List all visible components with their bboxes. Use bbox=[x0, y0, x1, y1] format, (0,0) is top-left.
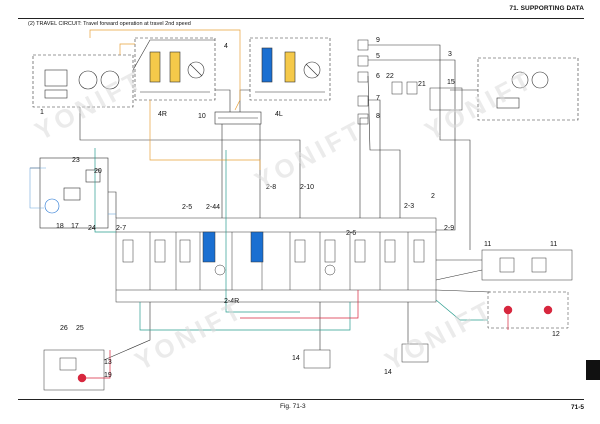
callout-6: 6 bbox=[376, 73, 380, 80]
figure-caption: Fig. 71-3 bbox=[280, 403, 306, 410]
callout-2-4r: 2-4R bbox=[224, 298, 239, 305]
callout-2-7: 2-7 bbox=[116, 225, 126, 232]
callout-17: 17 bbox=[71, 223, 79, 230]
callout-25: 25 bbox=[76, 325, 84, 332]
safety-lock-block bbox=[43, 349, 105, 391]
callout-2-3: 2-3 bbox=[404, 203, 414, 210]
callout-19: 19 bbox=[104, 372, 112, 379]
callout-2-44: 2-44 bbox=[206, 204, 220, 211]
callout-2: 2 bbox=[431, 193, 435, 200]
callout-2-9: 2-9 bbox=[444, 225, 454, 232]
callout-26: 26 bbox=[60, 325, 68, 332]
callout-4l: 4L bbox=[275, 111, 283, 118]
pilot-lines bbox=[89, 29, 261, 170]
callout-2-5: 2-5 bbox=[182, 204, 192, 211]
main-lines bbox=[79, 39, 491, 361]
footer-rule bbox=[18, 399, 584, 400]
travel-pilot-valves-14 bbox=[303, 343, 429, 369]
callout-2-10: 2-10 bbox=[300, 184, 314, 191]
callout-14b: 14 bbox=[384, 369, 392, 376]
page-number: 71-5 bbox=[570, 404, 584, 411]
callout-5: 5 bbox=[376, 53, 380, 60]
drain-lines bbox=[29, 167, 116, 215]
callout-9: 9 bbox=[376, 37, 380, 44]
callout-13: 13 bbox=[104, 359, 112, 366]
callout-18: 18 bbox=[56, 223, 64, 230]
callout-15: 15 bbox=[447, 79, 455, 86]
callout-8: 8 bbox=[376, 113, 380, 120]
pump-unit-1 bbox=[32, 54, 134, 108]
callout-22: 22 bbox=[386, 73, 394, 80]
return-lines bbox=[94, 148, 488, 331]
swivel-joint-10 bbox=[214, 111, 262, 125]
callout-4r: 4R bbox=[158, 111, 167, 118]
callout-11a: 11 bbox=[484, 241, 491, 248]
callout-12: 12 bbox=[552, 331, 560, 338]
callout-11b: 11 bbox=[550, 241, 557, 248]
callout-23: 23 bbox=[72, 157, 80, 164]
travel-motor-4r bbox=[134, 37, 216, 101]
callout-4: 4 bbox=[224, 43, 228, 50]
section-title: 71. SUPPORTING DATA bbox=[509, 5, 584, 12]
chapter-tab bbox=[586, 360, 600, 380]
callout-7: 7 bbox=[376, 95, 380, 102]
circuit-title: (2) TRAVEL CIRCUIT: Travel forward opera… bbox=[28, 21, 191, 27]
travel-valves-right bbox=[481, 249, 573, 329]
callout-1: 1 bbox=[40, 109, 44, 116]
callout-3: 3 bbox=[448, 51, 452, 58]
header-rule bbox=[18, 18, 584, 19]
callouts: 1 2 3 4 5 6 7 8 9 10 11 11 12 13 14 14 1… bbox=[40, 37, 560, 379]
callout-21: 21 bbox=[418, 81, 426, 88]
callout-10: 10 bbox=[198, 113, 206, 120]
travel-motor-4l bbox=[249, 37, 331, 101]
control-valve-block-2 bbox=[115, 217, 437, 303]
pilot-unit-3 bbox=[450, 57, 579, 121]
callout-2-6: 2-6 bbox=[346, 230, 356, 237]
callout-2-8: 2-8 bbox=[266, 184, 276, 191]
solenoid-valves bbox=[357, 39, 463, 125]
callout-24: 24 bbox=[88, 225, 96, 232]
active-lines bbox=[82, 290, 509, 379]
callout-20: 20 bbox=[94, 168, 102, 175]
callout-14a: 14 bbox=[292, 355, 300, 362]
